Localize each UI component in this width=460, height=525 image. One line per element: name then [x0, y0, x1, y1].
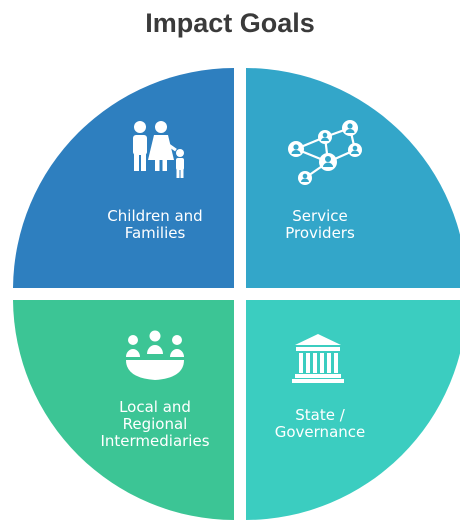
- quadrant-label-children-families: Children and Families: [107, 207, 203, 242]
- group-icon: [126, 330, 184, 380]
- government-building-icon: [292, 334, 344, 383]
- family-icon: [133, 121, 184, 178]
- quadrant-label-service-providers: Service Providers: [285, 207, 355, 242]
- quadrant-service-providers: [246, 68, 460, 288]
- quadrant-label-state-governance: State / Governance: [274, 406, 366, 441]
- quadrant-label-local-regional-intermediaries: Local and Regional Intermediaries: [100, 398, 210, 450]
- diagram-title: Impact Goals: [145, 8, 315, 38]
- quadrant-children-families: [13, 68, 234, 288]
- network-icon: [288, 120, 362, 185]
